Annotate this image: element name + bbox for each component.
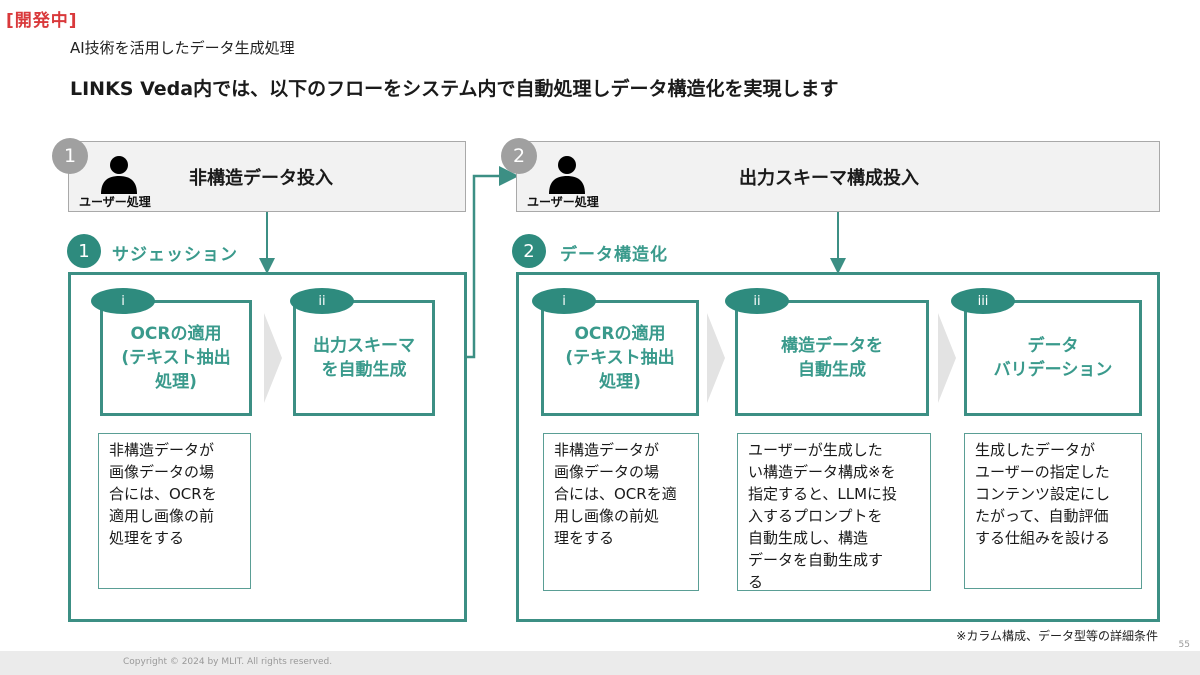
step-title: 構造データを 自動生成 xyxy=(781,336,883,380)
chevron-right-icon xyxy=(938,313,956,403)
input-box-unstructured-data: 非構造データ投入 ユーザー処理 xyxy=(68,141,466,212)
user-icon xyxy=(101,156,137,194)
chevron-right-icon xyxy=(264,313,282,403)
section-title-structuring: データ構造化 xyxy=(560,245,668,265)
chevron-right-icon xyxy=(707,313,725,403)
input-number-badge: 1 xyxy=(52,138,88,174)
step-description: 生成したデータが ユーザーの指定した コンテンツ設定にし たがって、自動評価 す… xyxy=(964,433,1142,589)
step-roman-badge: i xyxy=(91,288,155,314)
user-process-label: ユーザー処理 xyxy=(527,195,599,209)
input-box-output-schema: 出力スキーマ構成投入 ユーザー処理 xyxy=(516,141,1160,212)
step-roman-badge: ii xyxy=(725,288,789,314)
development-status-tag: [開発中] xyxy=(6,11,78,31)
footer-bar xyxy=(0,651,1200,675)
section-number-badge: 1 xyxy=(67,234,101,268)
copyright-notice: Copyright © 2024 by MLIT. All rights res… xyxy=(123,657,333,667)
step-box-schema-generation: 出力スキーマ を自動生成 xyxy=(293,300,435,416)
section-number-badge: 2 xyxy=(512,234,546,268)
slide-subtitle: AI技術を活用したデータ生成処理 xyxy=(70,39,295,57)
slide-headline: LINKS Veda内では、以下のフローをシステム内で自動処理しデータ構造化を実… xyxy=(70,78,839,100)
step-title: OCRの適用 (テキスト抽出 処理) xyxy=(121,324,231,392)
step-box-ocr: OCRの適用 (テキスト抽出 処理) xyxy=(100,300,252,416)
user-icon xyxy=(549,156,585,194)
step-box-data-validation: データ バリデーション xyxy=(964,300,1142,416)
step-description: 非構造データが 画像データの場 合には、OCRを 適用し画像の前 処理をする xyxy=(98,433,251,589)
step-roman-badge: iii xyxy=(951,288,1015,314)
step-box-ocr: OCRの適用 (テキスト抽出 処理) xyxy=(541,300,699,416)
step-roman-badge: i xyxy=(532,288,596,314)
user-process-label: ユーザー処理 xyxy=(79,195,151,209)
page-number: 55 xyxy=(1178,640,1190,650)
input-box-title: 出力スキーマ構成投入 xyxy=(739,168,919,189)
step-description: ユーザーが生成した い構造データ構成※を 指定すると、LLMに投 入するプロンプ… xyxy=(737,433,931,591)
step-title: OCRの適用 (テキスト抽出 処理) xyxy=(565,324,675,392)
step-box-structured-data-generation: 構造データを 自動生成 xyxy=(735,300,929,416)
input-box-title: 非構造データ投入 xyxy=(189,168,333,189)
step-title: データ バリデーション xyxy=(993,336,1113,380)
step-title: 出力スキーマ を自動生成 xyxy=(313,336,415,380)
step-roman-badge: ii xyxy=(290,288,354,314)
step-description: 非構造データが 画像データの場 合には、OCRを適 用し画像の前処 理をする xyxy=(543,433,699,591)
section-title-suggestion: サジェッション xyxy=(112,245,238,265)
input-number-badge: 2 xyxy=(501,138,537,174)
footnote: ※カラム構成、データ型等の詳細条件 xyxy=(956,629,1158,643)
